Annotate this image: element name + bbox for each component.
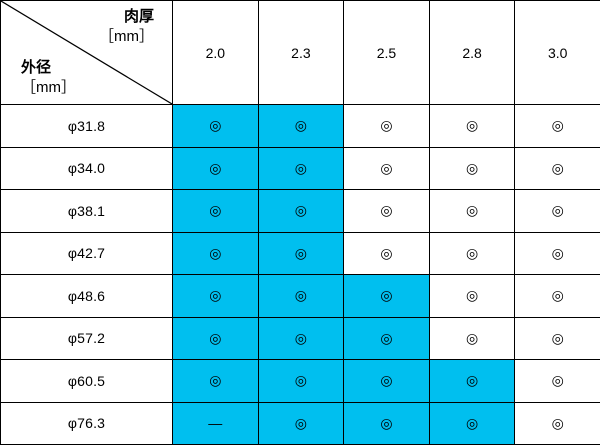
outer-diameter-label: φ42.7 — [1, 232, 173, 275]
available-mark: ◎ — [344, 190, 430, 233]
not-available-mark: — — [173, 402, 259, 445]
available-mark: ◎ — [258, 275, 344, 318]
available-mark: ◎ — [344, 402, 430, 445]
available-mark: ◎ — [258, 232, 344, 275]
available-mark: ◎ — [258, 402, 344, 445]
table-row: φ42.7◎◎◎◎◎ — [1, 232, 600, 275]
thickness-header-2-8: 2.8 — [429, 1, 515, 105]
available-mark: ◎ — [173, 105, 259, 148]
available-mark: ◎ — [429, 105, 515, 148]
available-mark: ◎ — [344, 275, 430, 318]
available-mark: ◎ — [173, 317, 259, 360]
available-mark: ◎ — [173, 232, 259, 275]
corner-header-cell: 肉厚 ［mm］ 外径 ［mm］ — [1, 1, 173, 105]
available-mark: ◎ — [515, 105, 600, 148]
available-mark: ◎ — [429, 147, 515, 190]
available-mark: ◎ — [173, 275, 259, 318]
available-mark: ◎ — [515, 232, 600, 275]
available-mark: ◎ — [515, 402, 600, 445]
available-mark: ◎ — [344, 147, 430, 190]
available-mark: ◎ — [344, 105, 430, 148]
available-mark: ◎ — [344, 317, 430, 360]
available-mark: ◎ — [429, 190, 515, 233]
table-row: φ48.6◎◎◎◎◎ — [1, 275, 600, 318]
header-row: 肉厚 ［mm］ 外径 ［mm］ 2.0 2.3 2.5 2.8 3.0 — [1, 1, 600, 105]
diameter-label: 外径 — [21, 58, 76, 78]
diameter-unit: ［mm］ — [21, 78, 76, 98]
outer-diameter-label: φ48.6 — [1, 275, 173, 318]
available-mark: ◎ — [515, 147, 600, 190]
table-row: φ57.2◎◎◎◎◎ — [1, 317, 600, 360]
available-mark: ◎ — [515, 360, 600, 403]
available-mark: ◎ — [344, 360, 430, 403]
available-mark: ◎ — [258, 105, 344, 148]
thickness-header-3-0: 3.0 — [515, 1, 600, 105]
available-mark: ◎ — [258, 190, 344, 233]
thickness-unit: ［mm］ — [99, 27, 154, 47]
thickness-label: 肉厚 — [99, 7, 154, 27]
thickness-header-2-5: 2.5 — [344, 1, 430, 105]
available-mark: ◎ — [258, 317, 344, 360]
available-mark: ◎ — [344, 232, 430, 275]
diameter-axis-label: 外径 ［mm］ — [21, 58, 76, 98]
available-mark: ◎ — [173, 147, 259, 190]
thickness-header-2-0: 2.0 — [173, 1, 259, 105]
outer-diameter-label: φ31.8 — [1, 105, 173, 148]
available-mark: ◎ — [429, 317, 515, 360]
available-mark: ◎ — [429, 402, 515, 445]
table-row: φ34.0◎◎◎◎◎ — [1, 147, 600, 190]
outer-diameter-label: φ57.2 — [1, 317, 173, 360]
available-mark: ◎ — [173, 360, 259, 403]
thickness-header-2-3: 2.3 — [258, 1, 344, 105]
thickness-axis-label: 肉厚 ［mm］ — [99, 7, 154, 47]
available-mark: ◎ — [429, 275, 515, 318]
available-mark: ◎ — [429, 232, 515, 275]
available-mark: ◎ — [258, 147, 344, 190]
table-row: φ38.1◎◎◎◎◎ — [1, 190, 600, 233]
outer-diameter-label: φ34.0 — [1, 147, 173, 190]
available-mark: ◎ — [258, 360, 344, 403]
available-mark: ◎ — [173, 190, 259, 233]
available-mark: ◎ — [515, 190, 600, 233]
outer-diameter-label: φ76.3 — [1, 402, 173, 445]
table-row: φ60.5◎◎◎◎◎ — [1, 360, 600, 403]
available-mark: ◎ — [515, 317, 600, 360]
table-row: φ76.3—◎◎◎◎ — [1, 402, 600, 445]
outer-diameter-label: φ60.5 — [1, 360, 173, 403]
available-mark: ◎ — [429, 360, 515, 403]
outer-diameter-label: φ38.1 — [1, 190, 173, 233]
table-row: φ31.8◎◎◎◎◎ — [1, 105, 600, 148]
available-mark: ◎ — [515, 275, 600, 318]
